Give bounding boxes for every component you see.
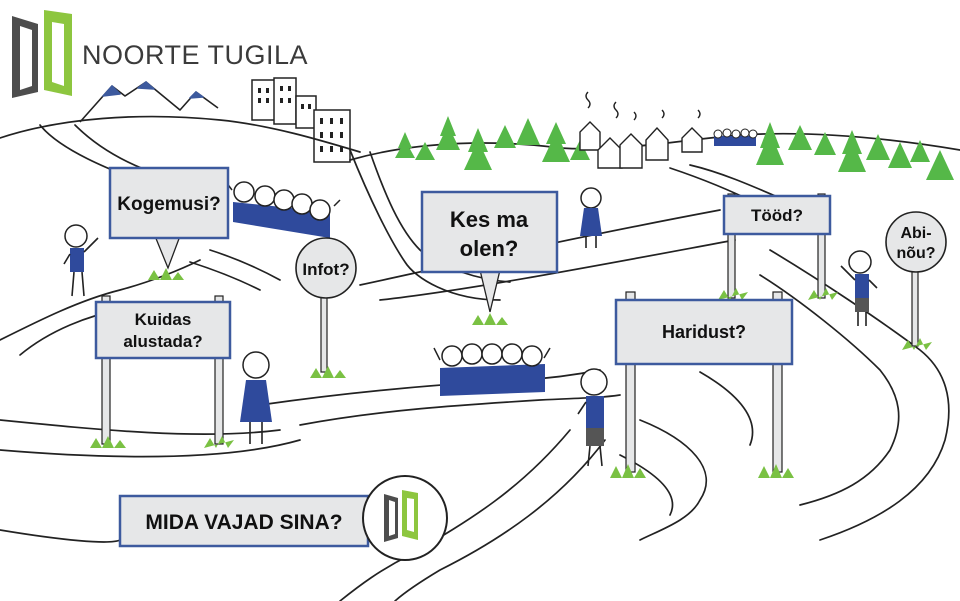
sign-abinou-line2: nõu? <box>896 245 935 262</box>
sign-kogemusi-label: Kogemusi? <box>117 194 220 215</box>
sign-kes-ma-olen: Kes ma olen? <box>420 190 559 325</box>
banner-mida-vajad-sina: MIDA VAJAD SINA? <box>118 494 370 548</box>
sign-haridust-label: Haridust? <box>662 322 746 342</box>
figure-woman-center-left <box>240 351 272 444</box>
figure-girl-top <box>580 187 602 248</box>
sign-tood-label: Tööd? <box>751 206 803 225</box>
crowd-group-middle <box>433 343 551 396</box>
sign-kogemusi: Kogemusi? <box>108 166 230 280</box>
mountains <box>79 81 219 123</box>
figure-waving-left <box>63 224 99 297</box>
crowd-group-upper <box>225 181 341 238</box>
sign-kes-ma-olen-line1: Kes ma <box>450 207 529 232</box>
round-logo-badge <box>362 475 448 561</box>
city-buildings <box>251 77 351 163</box>
door-logo-icon-small <box>384 490 418 542</box>
sign-kuidas-alustada: Kuidas alustada? <box>90 295 234 448</box>
sign-kes-ma-olen-line2: olen? <box>460 236 519 261</box>
distant-crowd <box>713 128 758 146</box>
sign-haridust: Haridust? <box>610 291 794 478</box>
figure-man-center-right <box>577 368 608 467</box>
sign-kuidas-line1: Kuidas <box>135 310 192 329</box>
figure-girl-right <box>840 250 878 326</box>
brand-name: NOORTE TUGILA <box>82 40 309 70</box>
sign-abinou-line1: Abi- <box>900 225 931 242</box>
banner-label: MIDA VAJAD SINA? <box>145 511 342 534</box>
village-houses <box>579 91 703 169</box>
sign-infot: Infot? <box>295 237 357 378</box>
door-logo-icon <box>12 10 72 98</box>
sign-abinou: Abi- nõu? <box>885 211 947 350</box>
sign-tood: Tööd? <box>718 193 838 300</box>
trees <box>395 116 954 180</box>
sign-kuidas-line2: alustada? <box>123 332 202 351</box>
sign-infot-label: Infot? <box>302 260 349 279</box>
